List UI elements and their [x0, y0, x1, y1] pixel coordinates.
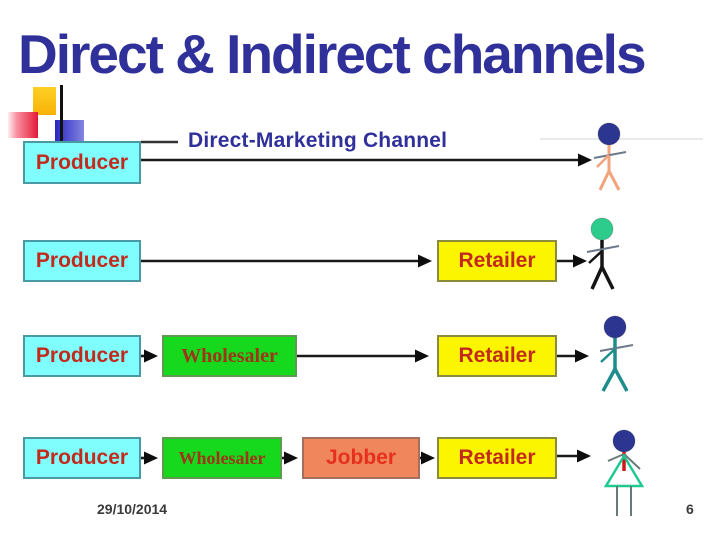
consumer-leg-right	[613, 368, 629, 392]
box-wholesaler-row3: Wholesaler	[162, 335, 297, 377]
consumer-head-icon	[597, 122, 621, 146]
consumer-figure-1	[593, 122, 627, 191]
consumer-head-icon	[603, 315, 627, 339]
consumer-arm	[596, 154, 610, 168]
consumer-leg-left	[601, 368, 617, 392]
slide-page-number: 6	[686, 501, 694, 517]
box-retailer-row4: Retailer	[437, 437, 557, 479]
box-producer-row3: Producer	[23, 335, 141, 377]
consumer-figure-4	[603, 429, 645, 516]
consumer-leg-left	[598, 170, 611, 191]
consumer-arm	[588, 250, 603, 264]
consumer-head-icon	[612, 429, 636, 453]
box-wholesaler-row4: Wholesaler	[162, 437, 282, 479]
consumer-arm-line	[586, 245, 620, 253]
direct-marketing-channel-label: Direct-Marketing Channel	[188, 129, 448, 152]
consumer-figure-2	[586, 217, 620, 290]
slide-date: 29/10/2014	[97, 501, 168, 517]
consumer-leg-right	[607, 170, 621, 191]
consumer-leg-right	[600, 266, 615, 290]
box-producer-row4: Producer	[23, 437, 141, 479]
decoration-vertical-line	[60, 85, 63, 143]
box-retailer-row2: Retailer	[437, 240, 557, 282]
consumer-arm-line	[599, 344, 634, 352]
consumer-figure-3	[599, 315, 634, 392]
box-jobber-row4: Jobber	[302, 437, 420, 479]
consumer-head-icon	[590, 217, 614, 241]
consumer-leg-left	[590, 266, 604, 290]
consumer-arm-line	[593, 151, 627, 159]
box-producer-row2: Producer	[23, 240, 141, 282]
consumer-dress	[603, 453, 645, 488]
consumer-arm-left	[607, 453, 625, 462]
consumer-arm-right	[623, 453, 641, 470]
box-retailer-row3: Retailer	[437, 335, 557, 377]
decoration-red-square	[8, 112, 38, 138]
consumer-arm	[600, 348, 616, 363]
slide-title: Direct & Indirect channels	[18, 23, 647, 85]
box-producer-row1: Producer	[23, 141, 141, 184]
decoration-yellow-square	[33, 87, 56, 115]
